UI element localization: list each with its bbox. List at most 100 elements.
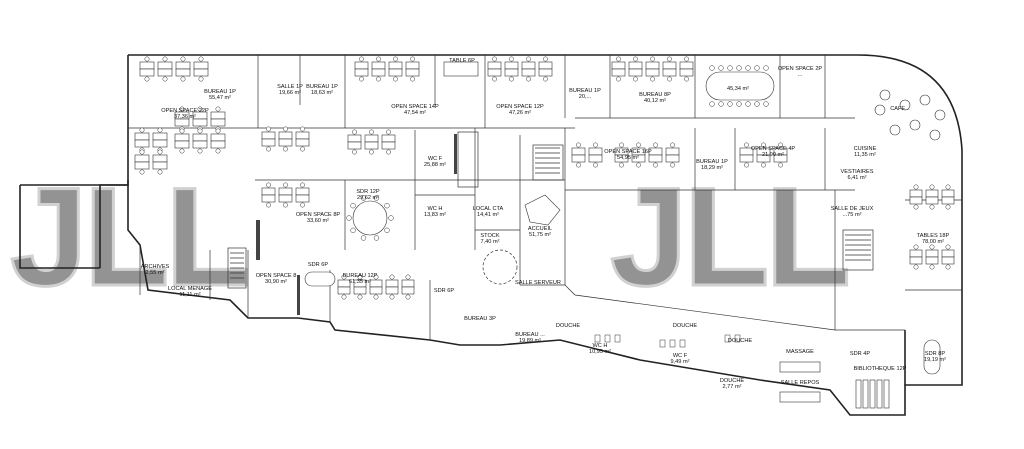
open22b-desk bbox=[174, 133, 190, 142]
open16a-chair bbox=[593, 142, 598, 148]
bureau12-desk bbox=[337, 286, 351, 295]
sdr8-table bbox=[923, 339, 941, 375]
open4-chair bbox=[744, 142, 749, 148]
open22b-chair bbox=[215, 128, 221, 134]
open22a-desk bbox=[134, 139, 150, 148]
bureau12-desk bbox=[353, 286, 367, 295]
room-area: 19,89 m² bbox=[519, 338, 541, 344]
room-douche2: DOUCHE bbox=[673, 323, 698, 329]
bureau12-desk bbox=[401, 286, 415, 295]
open14-chair bbox=[410, 56, 415, 62]
room-wch: WC H13,83 m² bbox=[424, 206, 446, 218]
room-area: 55,47 m² bbox=[209, 95, 231, 101]
sdr12-chair bbox=[360, 235, 367, 241]
room-sdr4: SDR 4P bbox=[850, 351, 870, 357]
open12-chair bbox=[509, 76, 514, 82]
room-bibliotheque: BIBLIOTHEQUE 12P bbox=[854, 366, 907, 372]
open14-desk bbox=[405, 68, 420, 77]
room-area: 33,60 m² bbox=[307, 218, 329, 224]
meeting-chair bbox=[727, 65, 733, 71]
open4-chair bbox=[778, 162, 783, 168]
open4-chair bbox=[761, 142, 766, 148]
bureau1-desk bbox=[157, 68, 173, 77]
open12-chair bbox=[526, 76, 531, 82]
meeting-table bbox=[705, 71, 775, 101]
meeting-chair bbox=[763, 65, 769, 71]
open14-chair bbox=[376, 56, 381, 62]
open22b-desk bbox=[192, 118, 208, 127]
room-area: ...75 m² bbox=[843, 212, 862, 218]
open22b-chair bbox=[197, 128, 203, 134]
bureau8-desk bbox=[611, 68, 626, 77]
room-name: BUREAU 1P bbox=[569, 88, 601, 94]
bureau1-desk bbox=[157, 61, 173, 70]
room-name: SALLE DE JEUX bbox=[831, 206, 874, 212]
bureau1-chair bbox=[144, 76, 150, 82]
open12-desk bbox=[504, 68, 519, 77]
jll-watermark: JLL JLL bbox=[9, 157, 853, 317]
open22a-desk bbox=[152, 154, 168, 163]
room-name: BUREAU 1P bbox=[204, 89, 236, 95]
open22c-desk bbox=[295, 131, 310, 140]
bureau1-desk bbox=[175, 61, 191, 70]
open12-desk bbox=[521, 61, 536, 70]
open8a-chair bbox=[300, 182, 305, 188]
bureau1-chair bbox=[180, 56, 186, 62]
tables18a-chair bbox=[945, 184, 951, 190]
open8a-desk bbox=[295, 194, 310, 203]
room-name: DOUCHE bbox=[720, 378, 745, 384]
open14-chair bbox=[359, 56, 364, 62]
open22c-desk bbox=[295, 138, 310, 147]
bureau12-chair bbox=[341, 294, 347, 300]
table6-table bbox=[443, 61, 479, 77]
room-name: OPEN SPACE 12P bbox=[496, 104, 544, 110]
open22c-desk bbox=[261, 138, 276, 147]
open22c-desk bbox=[278, 131, 293, 140]
wc-fixture bbox=[734, 334, 741, 343]
bureau12-chair bbox=[373, 274, 379, 280]
bureau12-chair bbox=[357, 294, 363, 300]
open22a-chair bbox=[157, 149, 163, 155]
open22b-desk bbox=[210, 111, 226, 120]
room-table6: TABLE 6P bbox=[449, 58, 475, 64]
open12-chair bbox=[543, 76, 548, 82]
open8a-chair bbox=[283, 202, 288, 208]
bureau8-desk bbox=[662, 68, 677, 77]
open8a-desk bbox=[278, 194, 293, 203]
room-name: ACCUEIL bbox=[528, 226, 552, 232]
meeting-chair bbox=[736, 65, 742, 71]
open16a-desk bbox=[588, 154, 603, 163]
bibliotheque-shelf bbox=[876, 379, 883, 409]
open8a-chair bbox=[266, 182, 271, 188]
cafe-table bbox=[899, 99, 911, 111]
open22a-desk bbox=[134, 161, 150, 170]
room-open8b: OPEN SPACE 830,90 m² bbox=[256, 273, 297, 285]
room-area: 7,40 m² bbox=[481, 239, 500, 245]
room-name: TABLE 6P bbox=[449, 58, 475, 64]
room-wcf2: WC F9,49 m² bbox=[671, 353, 690, 365]
open14-chair bbox=[359, 76, 364, 82]
tables18b-chair bbox=[913, 244, 919, 250]
open22b-desk bbox=[210, 133, 226, 142]
room-meeting: 45,34 m² bbox=[727, 86, 749, 92]
bureau12-desk bbox=[385, 279, 399, 288]
open14-desk bbox=[354, 61, 369, 70]
room-name: OPEN SPACE 2P bbox=[778, 66, 823, 72]
core-west-desk bbox=[364, 141, 379, 150]
open22c-desk bbox=[261, 131, 276, 140]
bureau12-chair bbox=[389, 294, 395, 300]
watermark-text-right: JLL bbox=[610, 158, 847, 315]
room-area: 21,90 m² bbox=[762, 152, 784, 158]
open12-chair bbox=[526, 56, 531, 62]
room-area: 47,26 m² bbox=[509, 110, 531, 116]
open4-chair bbox=[761, 162, 766, 168]
room-name: OPEN SPACE 22P bbox=[161, 108, 209, 114]
room-name: LOCAL MENAGE bbox=[168, 286, 212, 292]
cafe-table bbox=[909, 119, 921, 131]
